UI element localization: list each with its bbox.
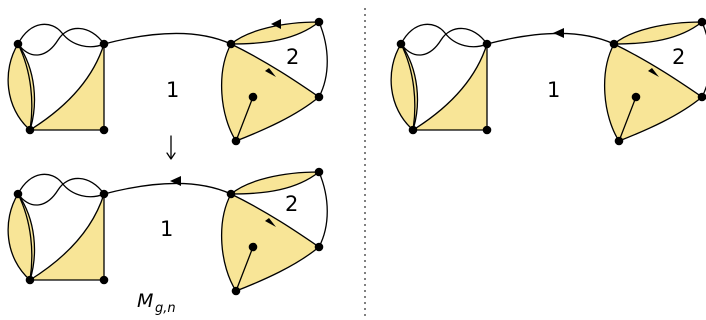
- down-arrow-icon: [166, 135, 176, 160]
- top-face-1-label: 1: [166, 78, 179, 102]
- right-map-right-component: [603, 17, 706, 146]
- bottom-map: 1 2: [7, 167, 328, 296]
- map-label-main: M: [137, 290, 153, 312]
- right-map-left-component: [390, 23, 492, 135]
- top-map-edge-arrow: [271, 19, 281, 29]
- top-face-2-label: 2: [286, 45, 299, 69]
- right-face-1-label: 1: [547, 78, 560, 102]
- map-space-label: M g,n: [137, 290, 176, 316]
- right-map-bridge-arrow: [553, 28, 564, 38]
- top-map-left-component: [7, 23, 109, 135]
- top-map-right-component: [220, 17, 328, 146]
- top-map-bridge-edge: [103, 32, 232, 45]
- bottom-map-right-component: [220, 167, 328, 296]
- bottom-map-left-component: [7, 173, 109, 285]
- top-map: 1 2: [7, 17, 328, 146]
- bottom-map-bridge-arrow: [170, 176, 181, 186]
- right-face-2-label: 2: [672, 45, 685, 69]
- bottom-face-1-label: 1: [160, 217, 173, 241]
- map-label-sub: g,n: [155, 301, 176, 316]
- right-map-bridge-edge: [486, 32, 615, 45]
- right-map: 1 2: [390, 17, 706, 146]
- bottom-face-2-label: 2: [285, 192, 298, 216]
- bottom-map-bridge-edge: [103, 182, 232, 195]
